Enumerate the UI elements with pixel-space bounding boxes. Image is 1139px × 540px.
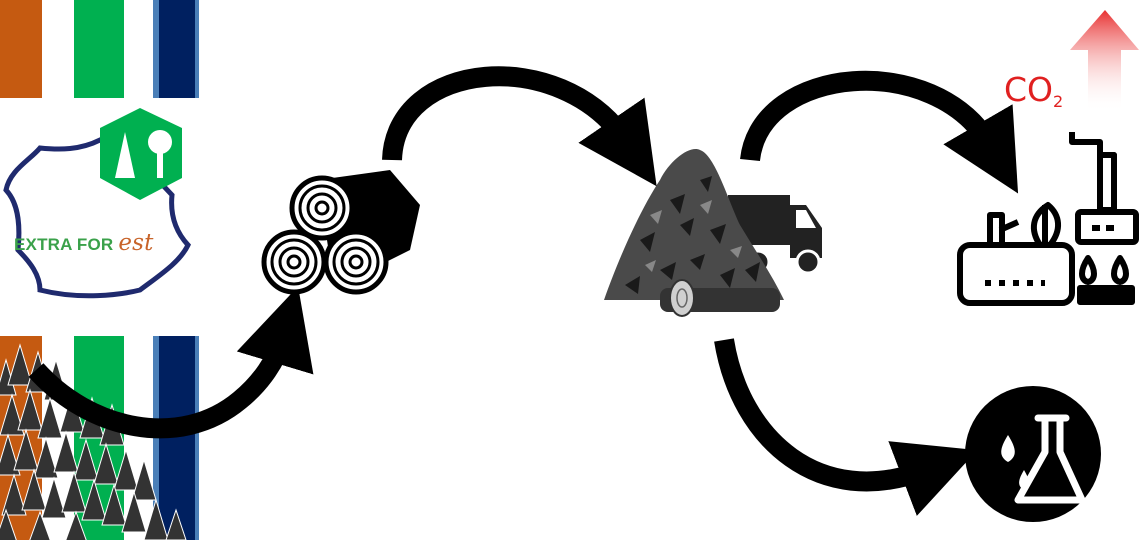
extra-forest-logo [6,108,188,296]
logo-stripes-top [0,0,199,98]
hexagon-badge [100,108,182,200]
arrow-chips-to-chemistry [724,340,925,481]
logo-wordmark: EXTRA FOR est [14,230,204,256]
biorefinery-factory-icon [960,132,1136,303]
co2-label: CO2 [1004,70,1063,109]
log-pile-icon [264,170,420,292]
co2-emission-arrow [1070,10,1139,112]
wood-chips-truck-icon [604,149,822,316]
co2-formula-sub: 2 [1053,92,1063,111]
co2-formula-main: CO [1004,70,1053,109]
arrow-logs-to-chips [392,76,625,160]
logo-text-accent: est [118,230,153,256]
logo-text-main: EXTRA FOR [14,235,113,254]
chemistry-flask-icon [965,386,1101,522]
arrow-chips-to-factory [750,81,990,160]
